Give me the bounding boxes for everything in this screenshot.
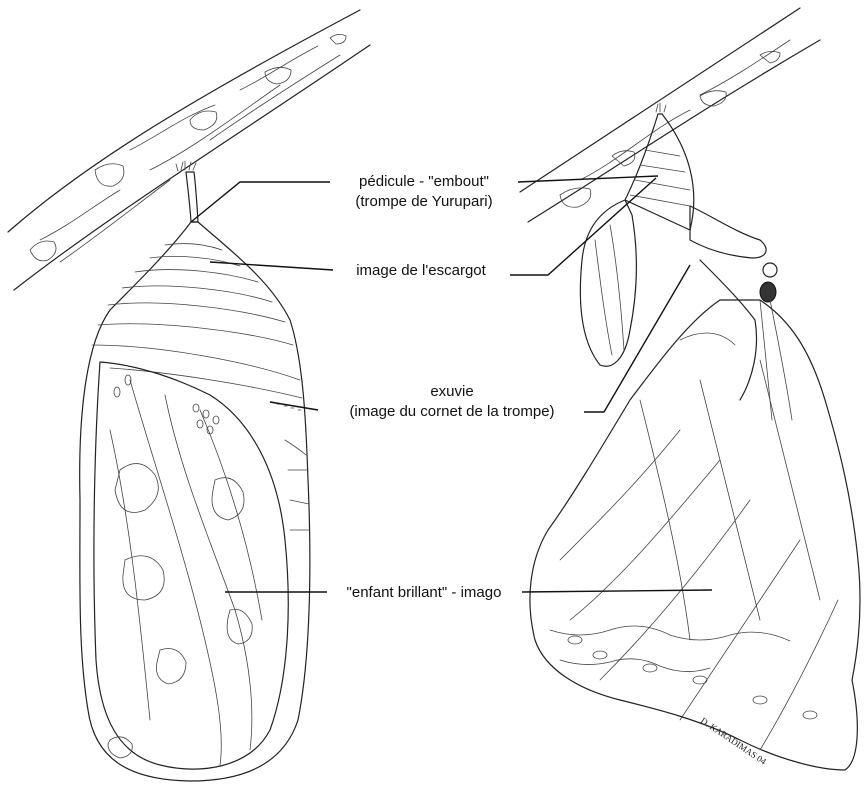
leader-pedicule-left xyxy=(191,182,330,222)
label-pedicule-2: (trompe de Yurupari) xyxy=(355,193,492,210)
right-exuvie-butterfly xyxy=(530,103,860,770)
right-branch xyxy=(520,8,820,222)
labels: pédicule - "embout" (trompe de Yurupari)… xyxy=(347,173,555,601)
leader-exuvie-left xyxy=(270,402,318,410)
left-chrysalis xyxy=(80,161,310,781)
leader-enfant-right xyxy=(522,590,712,592)
label-exuvie-1: exuvie xyxy=(430,383,473,400)
label-pedicule-1: pédicule - "embout" xyxy=(359,173,489,190)
left-branch xyxy=(8,10,370,290)
label-enfant-brillant: "enfant brillant" - imago xyxy=(347,584,502,601)
label-escargot: image de l'escargot xyxy=(356,262,486,279)
label-exuvie-2: (image du cornet de la trompe) xyxy=(349,403,554,420)
leader-escargot-left xyxy=(210,262,333,270)
artist-signature: D. KARADIMAS 04 xyxy=(699,715,769,766)
